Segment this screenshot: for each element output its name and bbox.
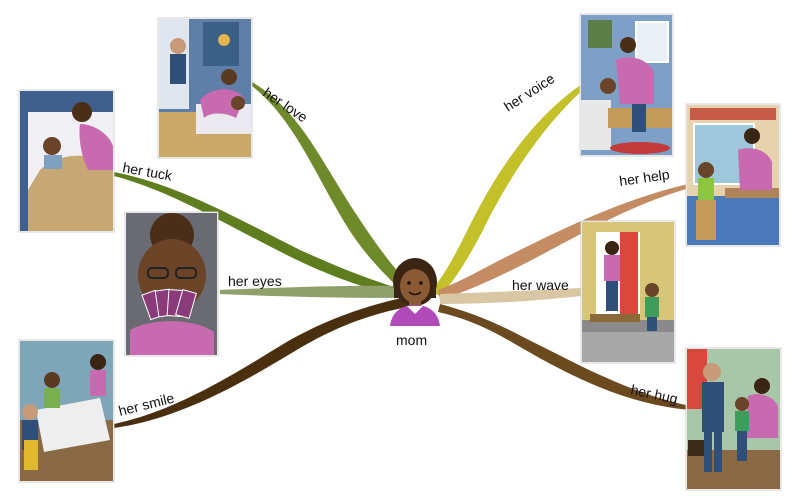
woman-avatar-icon <box>390 258 440 326</box>
branch-ribbon-smile <box>114 296 412 428</box>
branch-ribbon-love <box>252 82 415 294</box>
family-dinner-illustration <box>18 339 115 483</box>
branch-ribbon-wave <box>440 288 582 304</box>
branch-ribbon-hug <box>438 304 690 410</box>
branch-label-help: her help <box>618 166 671 189</box>
branch-ribbon-voice <box>430 84 585 296</box>
playing-cards-illustration <box>124 211 219 357</box>
branch-label-wave: her wave <box>512 277 569 293</box>
branch-ribbon-help <box>438 184 690 300</box>
branch-ribbon-tuck <box>114 172 410 298</box>
door-wave-illustration <box>580 220 676 364</box>
bedtime-kiss-illustration <box>157 17 253 159</box>
branch-label-voice: her voice <box>501 70 558 114</box>
center-label: mom <box>396 332 427 348</box>
branch-ribbon-eyes <box>220 285 408 298</box>
branch-label-eyes: her eyes <box>228 273 282 289</box>
comforting-child-illustration <box>579 13 674 157</box>
center-node: mom <box>390 258 440 348</box>
family-hug-illustration <box>685 347 782 491</box>
tuck-in-bed-illustration <box>18 89 115 233</box>
kitchen-help-illustration <box>685 103 781 247</box>
